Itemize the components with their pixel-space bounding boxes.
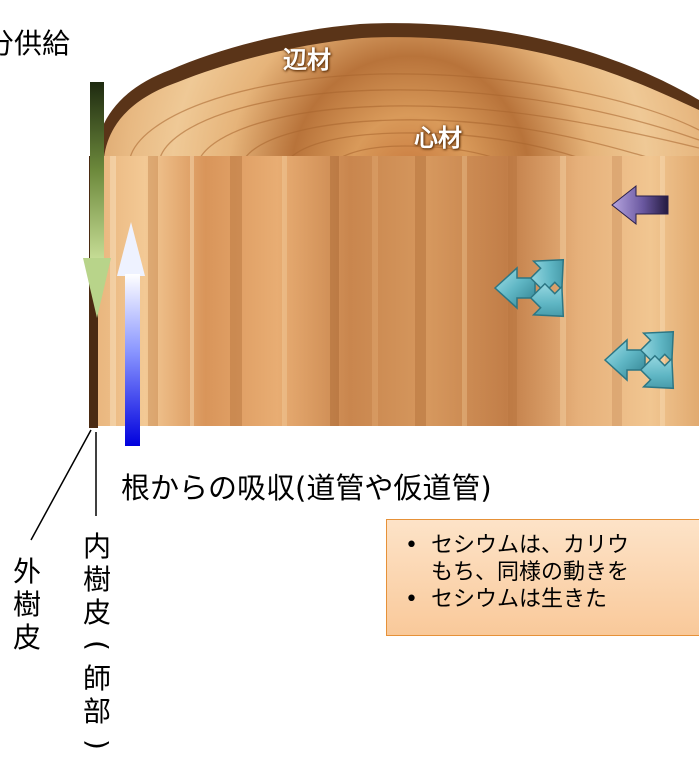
wood-cross-section-diagram	[30, 23, 699, 541]
note-item: セシウムは、カリウ	[401, 532, 699, 559]
heartwood-label: 心材	[414, 124, 462, 152]
cesium-notes-box: セシウムは、カリウ もち、同様の動きを セシウムは生きた	[386, 519, 699, 636]
note-item-continued: もち、同様の動きを	[431, 560, 630, 585]
purple-left-arrow	[611, 184, 669, 226]
outer-bark-pointer	[30, 429, 92, 541]
note-item: セシウムは生きた	[401, 586, 699, 613]
upward-absorption-arrow	[117, 222, 145, 446]
log-body	[89, 156, 699, 428]
top-supply-label: 分供給	[0, 27, 71, 60]
root-absorption-label: 根からの吸収(道管や仮道管)	[121, 471, 492, 505]
downward-supply-arrow	[83, 82, 111, 318]
sapwood-label: 辺材	[283, 46, 331, 74]
outer-bark-label: 外 樹 皮	[12, 555, 41, 654]
inner-bark-label: 内 樹 皮 ( 師 部 )	[80, 530, 114, 750]
log-top-surface	[95, 23, 699, 159]
